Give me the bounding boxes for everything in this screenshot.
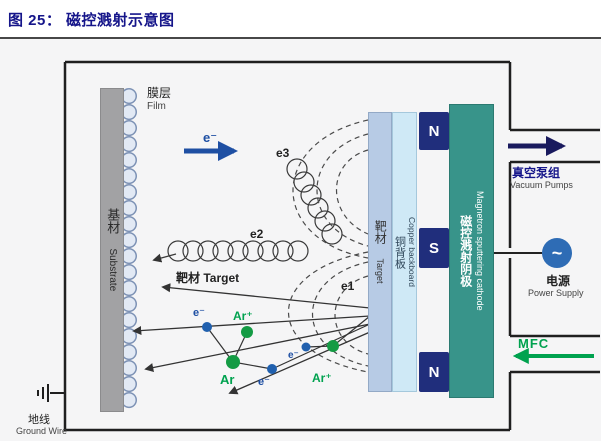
ground-symbol [37, 384, 65, 402]
argon-ion-dots [226, 326, 339, 369]
target-annotation: 靶材 Target [176, 271, 240, 285]
power-supply-icon [542, 238, 572, 268]
argon-atom-label: Ar [220, 372, 235, 387]
cathode-bar: 磁控溅射阴极 Magnetron sputtering cathode [449, 104, 494, 398]
header-strip [0, 0, 601, 37]
electron-arrow-label: e⁻ [203, 130, 218, 145]
target-bar: 靶材 Target [368, 112, 392, 392]
film-label-cn: 膜层 [147, 86, 172, 100]
power-supply-label-en: Power Supply [528, 288, 584, 298]
ac-symbol: ~ [551, 243, 563, 263]
electron-dots [202, 322, 311, 374]
electron-particle-label-1: e⁻ [193, 307, 205, 319]
electron-spiral-e3 [286, 158, 343, 245]
substrate-label-en: Substrate [107, 248, 119, 292]
title-divider [0, 37, 601, 39]
copper-label-en: Copper backboard [407, 217, 418, 287]
copper-backboard-bar: 铜背板 Copper backboard [392, 112, 417, 392]
figure-title: 图 25： 磁控溅射示意图 [8, 9, 175, 30]
sputtered-atom-arrows [132, 283, 371, 395]
substrate-label-cn: 基材 [105, 208, 121, 235]
magnetic-field-lines [287, 119, 369, 373]
figure-title-text: 磁控溅射示意图 [66, 12, 175, 29]
substrate-bar: 基材 Substrate [100, 88, 124, 412]
ground-label-en: Ground Wire [16, 426, 68, 436]
chamber-outline [63, 60, 600, 432]
cathode-label-en: Magnetron sputtering cathode [475, 191, 486, 311]
e3-label: e3 [276, 146, 290, 160]
mfc-label: MFC [518, 336, 550, 351]
electron-particle-label-3: e⁻ [288, 350, 299, 361]
copper-label-cn: 铜背板 [393, 235, 406, 269]
cathode-label-cn: 磁控溅射阴极 [458, 215, 473, 287]
e2-label: e2 [250, 227, 264, 241]
e1-label: e1 [341, 279, 355, 293]
electron-spiral-e2 [152, 240, 309, 263]
target-bar-label-cn: 靶材 [373, 220, 388, 245]
vacuum-pumps-label-cn: 真空泵组 [512, 166, 561, 180]
argon-ion-label-1: Ar⁺ [233, 309, 253, 323]
figure-number: 图 25： [8, 12, 62, 29]
electron-particle-label-2: e⁻ [258, 376, 270, 388]
target-bar-label-en: Target [375, 258, 386, 284]
film-label: 膜层 Film [147, 84, 171, 112]
power-supply-label-cn: 电源 [546, 274, 571, 288]
magnet-n-top: N [419, 112, 449, 150]
vacuum-pumps-label-en: Vacuum Pumps [510, 180, 573, 190]
argon-ion-label-2: Ar⁺ [312, 371, 332, 385]
ground-label-cn: 地线 [28, 414, 50, 426]
magnet-s: S [419, 228, 449, 268]
film-label-en: Film [147, 101, 166, 112]
magnet-n-bottom: N [419, 352, 449, 392]
